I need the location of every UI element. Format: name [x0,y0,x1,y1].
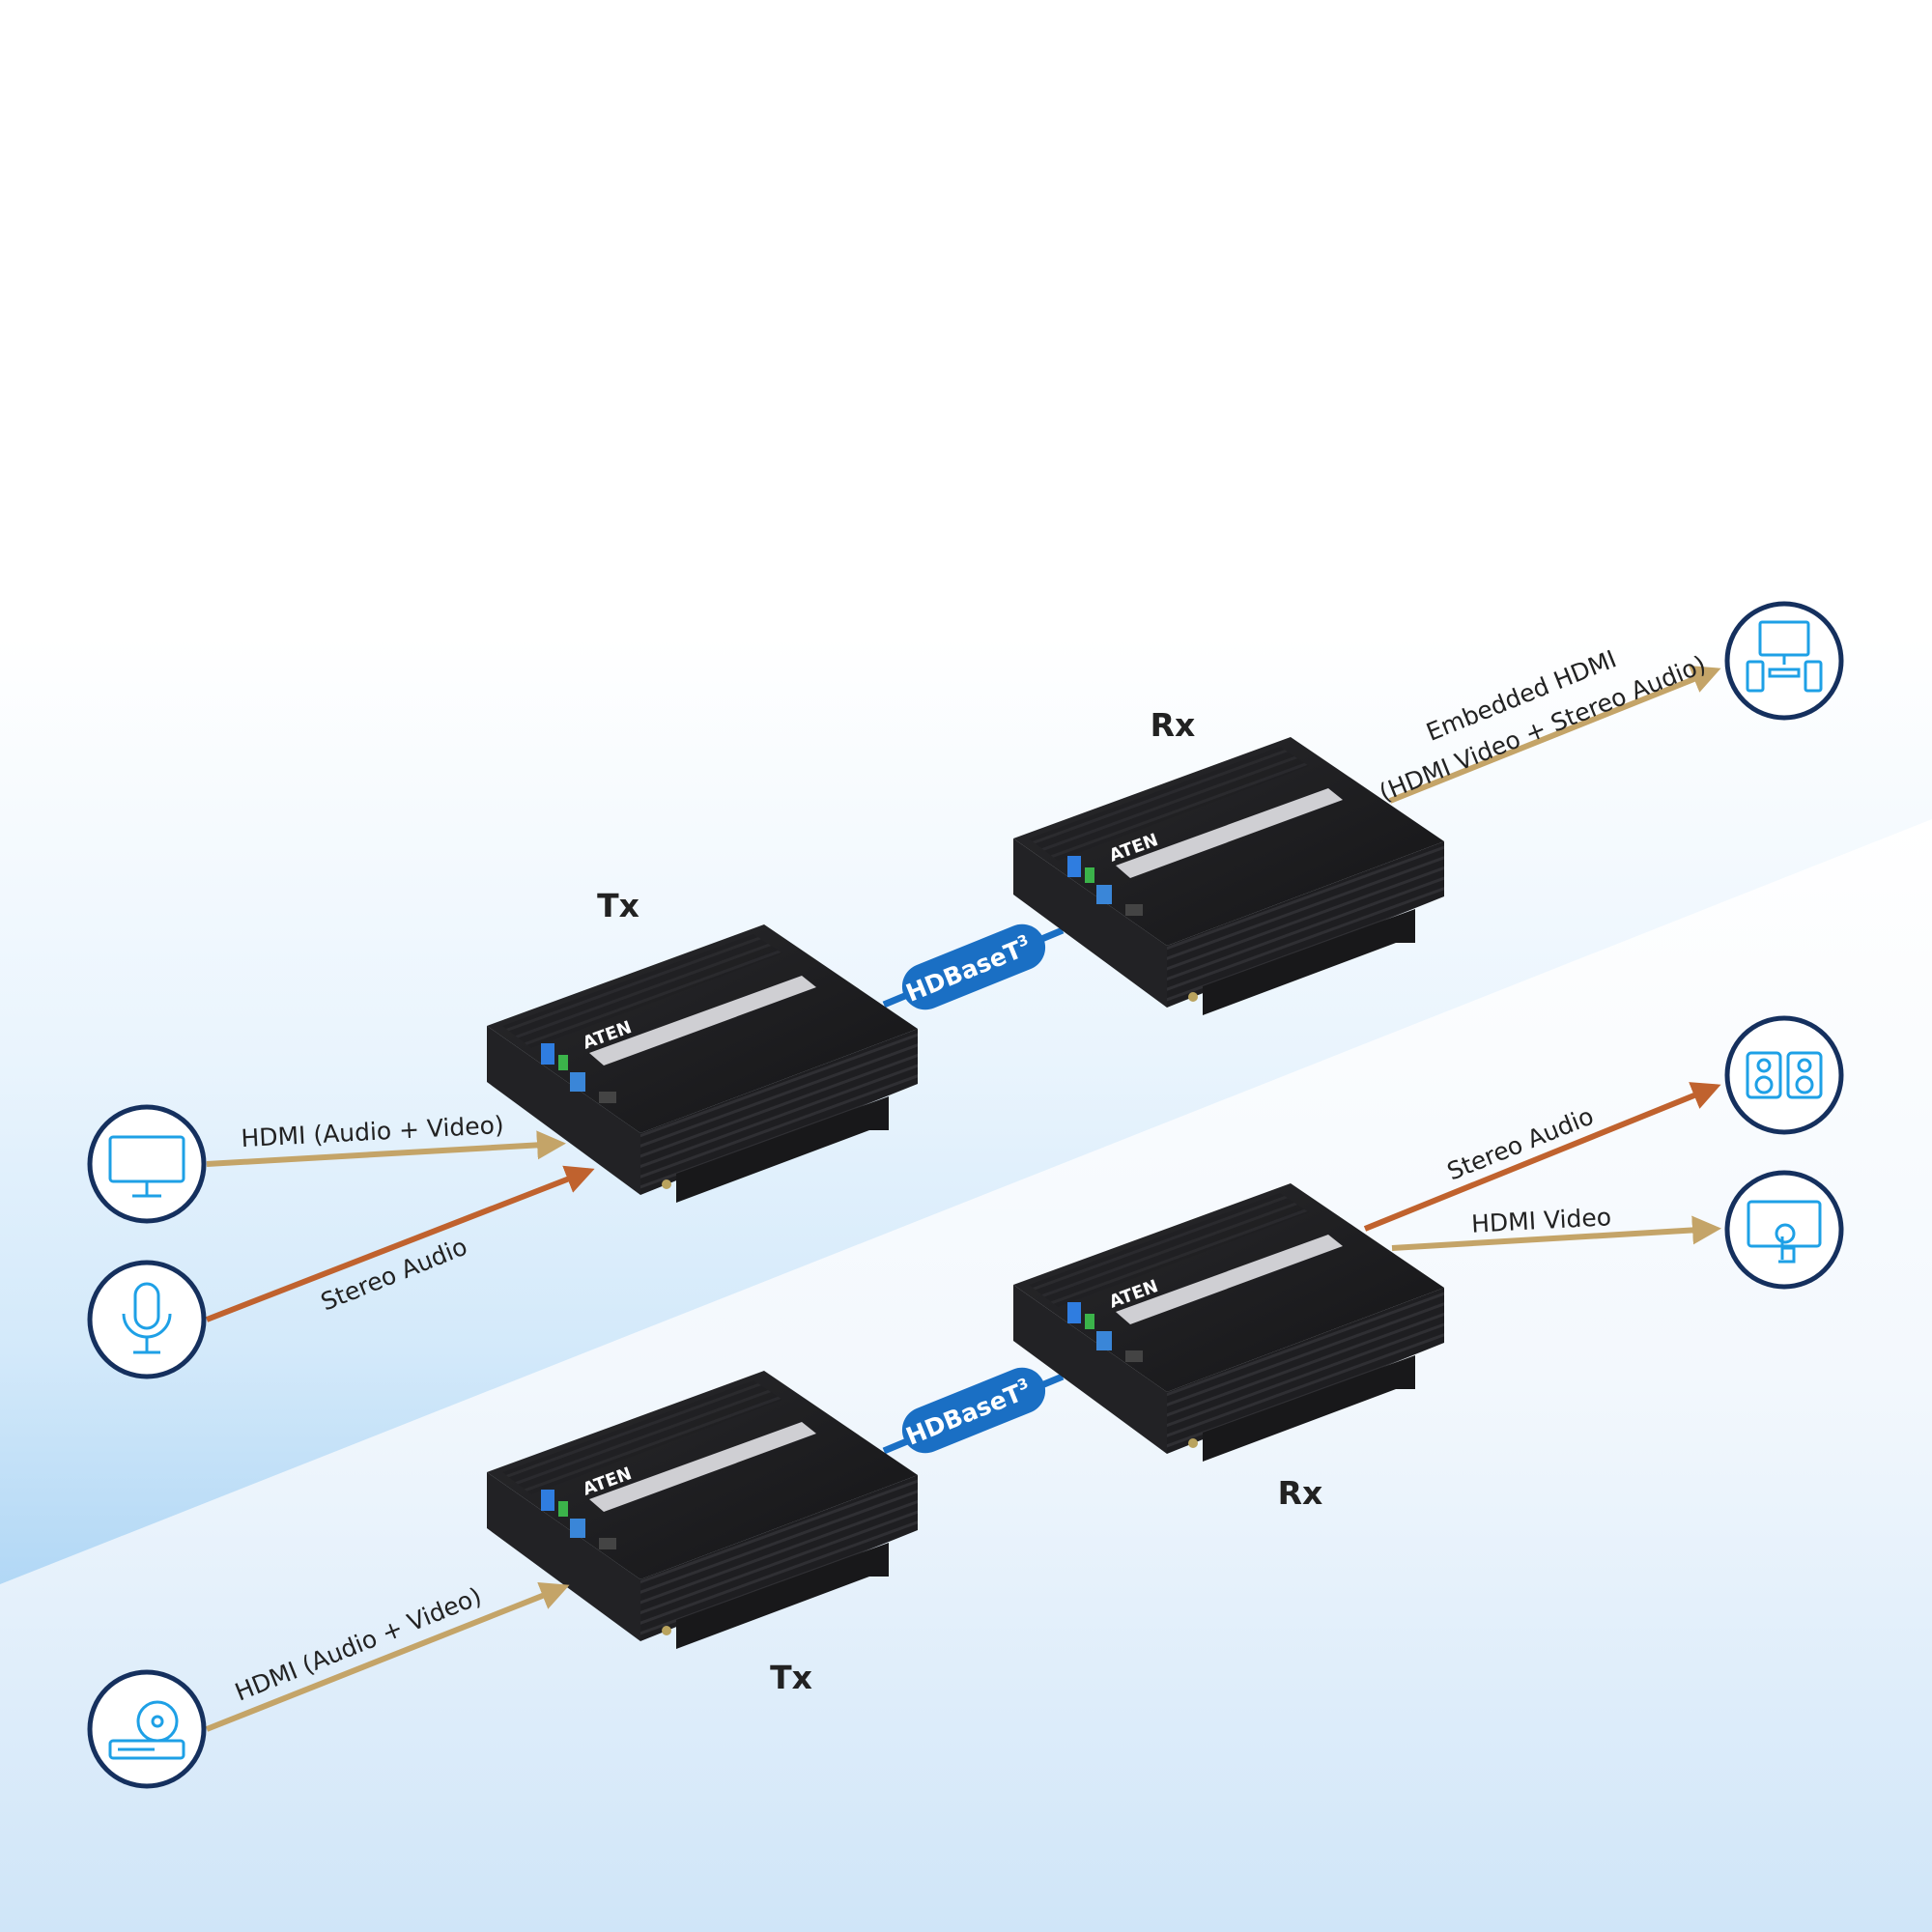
speakers-icon [1746,1051,1823,1099]
arrow-hdmi-in-bottom [205,1581,570,1732]
monitor-icon [108,1135,185,1198]
touch-display-icon [1747,1200,1822,1264]
arrow-audio-in-top [205,1165,595,1322]
media-player-icon [108,1700,185,1760]
rx-label-bottom: Rx [1278,1474,1323,1512]
arrow-hdmi-in-top [206,1130,566,1167]
tx-label-bottom: Tx [770,1659,812,1696]
home-theater-icon [1746,620,1823,693]
sink-speakers [1724,1015,1844,1135]
source-media-player [87,1669,207,1789]
arrow-audio-out [1363,1082,1721,1232]
rx-label-top: Rx [1151,706,1196,744]
sink-home-theater [1724,601,1844,721]
tx-label-top: Tx [597,887,639,924]
arrow-embedded-out [1388,666,1721,804]
background-lower-band [0,819,1932,1932]
microphone-icon [122,1282,172,1354]
source-monitor [87,1104,207,1224]
sink-touch-display [1724,1170,1844,1290]
source-microphone [87,1260,207,1379]
arrow-video-out [1391,1215,1721,1251]
